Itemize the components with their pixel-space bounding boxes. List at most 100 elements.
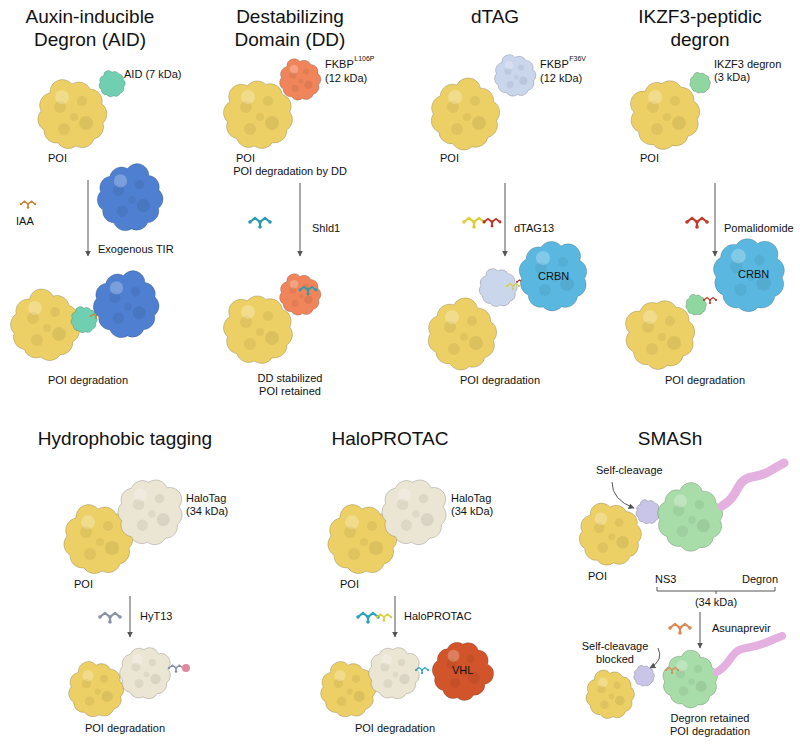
halotag-protein bbox=[113, 474, 189, 550]
surface-texture bbox=[133, 488, 170, 531]
shld1-molecule bbox=[299, 287, 318, 296]
surface-texture bbox=[447, 650, 480, 688]
step-arrow bbox=[395, 596, 396, 637]
fkbp-tag bbox=[495, 55, 536, 96]
surface-texture bbox=[240, 90, 279, 135]
surface-texture bbox=[444, 310, 483, 355]
annotation-label: Self-cleavage bbox=[596, 464, 663, 477]
poi-protein bbox=[611, 285, 708, 382]
ligand-label: Shld1 bbox=[312, 222, 340, 235]
halotag-protein bbox=[377, 474, 453, 550]
halotag-protein bbox=[116, 643, 176, 703]
aid-tag bbox=[99, 71, 125, 97]
degron-chain bbox=[717, 636, 782, 672]
haloprotac-panel-art bbox=[321, 474, 503, 717]
outcome-label: POI degradation bbox=[460, 374, 540, 387]
poi-protein bbox=[616, 65, 713, 162]
surface-texture bbox=[597, 678, 624, 710]
protein-label: CRBN bbox=[738, 268, 769, 281]
cleavage-arrow bbox=[612, 482, 634, 508]
step-arrow bbox=[88, 180, 89, 256]
size-label: (34 kDa) bbox=[695, 596, 737, 609]
tir-protein bbox=[81, 258, 173, 350]
surface-texture bbox=[132, 654, 161, 688]
crbn-protein bbox=[507, 229, 601, 323]
surface-texture bbox=[334, 670, 365, 706]
hydrophobic-group bbox=[182, 664, 190, 672]
dd-panel-art bbox=[214, 59, 321, 373]
tag-label: AID (7 kDa) bbox=[124, 68, 181, 81]
haloprotac-molecule bbox=[376, 614, 393, 622]
fkbp-tag bbox=[479, 269, 517, 307]
dtag13-molecule bbox=[506, 284, 520, 290]
surface-texture bbox=[447, 90, 486, 135]
surface-texture bbox=[54, 90, 93, 135]
outcome-label: Degron retained POI degradation bbox=[664, 712, 756, 738]
panel-title: IKZF3-peptidic degron bbox=[620, 6, 780, 52]
tag-label: HaloTag (34 kDa) bbox=[186, 492, 236, 518]
protein-label: Exogenous TIR bbox=[98, 243, 174, 256]
panel-title: HaloPROTAC bbox=[332, 428, 449, 451]
dtag13-molecule bbox=[483, 219, 502, 228]
surface-texture bbox=[344, 515, 383, 560]
ligand-label: HyT13 bbox=[140, 610, 172, 623]
protein-label: VHL bbox=[452, 664, 473, 677]
surface-texture bbox=[109, 281, 146, 324]
dtag13-molecule bbox=[462, 218, 486, 229]
surface-texture bbox=[676, 660, 707, 696]
crbn-protein bbox=[701, 225, 800, 324]
protein-label: POI bbox=[48, 152, 67, 165]
hyt-panel-art bbox=[64, 474, 190, 717]
ligand-label: IAA bbox=[16, 215, 34, 228]
aid-panel-art bbox=[3, 71, 177, 368]
step-arrow bbox=[300, 183, 301, 256]
ikzf3-panel-art bbox=[611, 65, 799, 382]
step-arrow bbox=[130, 596, 131, 637]
panel-title: Destabilizing Domain (DD) bbox=[210, 6, 370, 52]
protein-label: POI bbox=[440, 152, 459, 165]
size-label: (12 kDa) bbox=[540, 72, 582, 85]
haloprotac-molecule bbox=[415, 668, 429, 674]
pomalidomide-molecule bbox=[685, 218, 709, 229]
degron-chain bbox=[722, 463, 784, 506]
surface-texture bbox=[594, 513, 629, 554]
halotag-protein bbox=[365, 643, 425, 703]
pomalidomide-molecule bbox=[703, 298, 717, 304]
surface-texture bbox=[647, 90, 686, 135]
surface-texture bbox=[381, 654, 410, 688]
asunaprevir-molecule bbox=[668, 624, 692, 635]
poi-protein bbox=[38, 80, 107, 149]
ikzf3-tag bbox=[686, 294, 707, 315]
ligand-label: HaloPROTAC bbox=[404, 610, 472, 623]
tag-label: FKBP bbox=[325, 58, 354, 71]
poi-protein bbox=[321, 662, 376, 717]
cleavage-site bbox=[634, 665, 655, 686]
cleavage-arrow bbox=[650, 648, 660, 668]
ikzf3-tag bbox=[690, 72, 711, 93]
surface-texture bbox=[240, 305, 279, 350]
ligand-label: Asunaprevir bbox=[712, 622, 771, 635]
domain-label: NS3 bbox=[655, 573, 676, 586]
fkbp-tag bbox=[280, 274, 321, 315]
smash-panel-art bbox=[579, 463, 784, 719]
outcome-label: POI degradation bbox=[355, 722, 435, 735]
surface-texture bbox=[504, 61, 527, 88]
protein-label: POI bbox=[236, 152, 255, 165]
panel-title: SMASh bbox=[638, 428, 702, 451]
panel-title: Hydrophobic tagging bbox=[38, 428, 212, 451]
size-label: (12 kDa) bbox=[325, 72, 367, 85]
surface-texture bbox=[80, 515, 119, 560]
protein-label: CRBN bbox=[538, 270, 569, 283]
poi-protein bbox=[69, 662, 124, 717]
iaa-molecule bbox=[20, 201, 37, 209]
outcome-label: POI degradation bbox=[85, 722, 165, 735]
surface-texture bbox=[535, 251, 574, 296]
mutation-superscript: L106P bbox=[354, 55, 374, 63]
outcome-label: POI degradation bbox=[48, 374, 128, 387]
dtag-panel-art bbox=[416, 55, 601, 382]
tag-label: FKBP bbox=[540, 58, 569, 71]
fkbp-tag bbox=[280, 59, 321, 100]
haloprotac-molecule bbox=[356, 613, 380, 624]
outcome-label: POI degradation by DD bbox=[233, 165, 347, 178]
